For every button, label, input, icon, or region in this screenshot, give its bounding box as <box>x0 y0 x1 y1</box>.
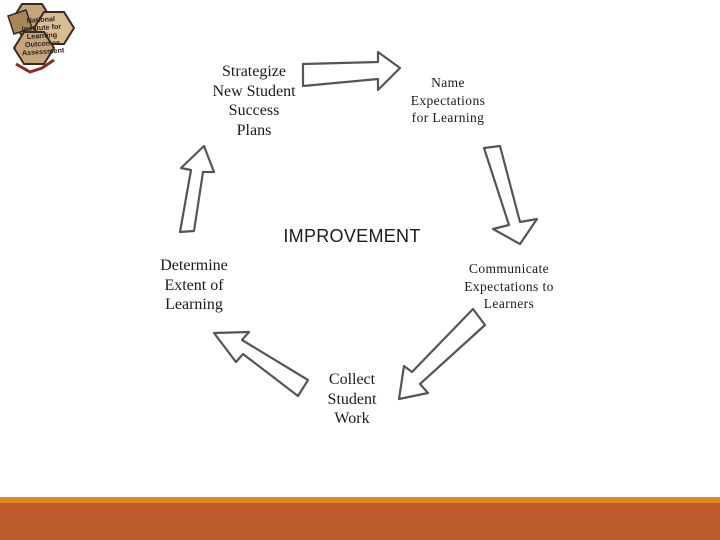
node-line: Name <box>431 75 465 90</box>
node-line: Work <box>334 410 370 427</box>
node-line: Learning <box>165 296 223 313</box>
node-determine-learning: Determine Extent of Learning <box>140 256 248 315</box>
footer-accent-band <box>0 497 720 503</box>
arrow-determine-to-strategize <box>178 144 216 234</box>
node-line: Extent of <box>164 276 224 294</box>
arrow-strategize-to-name <box>301 50 402 92</box>
center-label: IMPROVEMENT <box>283 226 421 246</box>
footer-band <box>0 503 720 540</box>
node-line: Expectations to <box>464 278 554 294</box>
node-line: Plans <box>236 121 272 139</box>
node-line: Communicate <box>468 261 550 276</box>
node-line: Learners <box>483 296 535 311</box>
node-line: Determine <box>160 257 228 274</box>
arrow-communicate-to-collect <box>397 307 487 401</box>
node-name-expectations: Name Expectations for Learning <box>396 74 500 127</box>
node-collect-work: Collect Student Work <box>312 370 392 429</box>
node-line: Success <box>228 102 280 119</box>
node-line: Collect <box>328 371 376 388</box>
node-communicate-expectations: Communicate Expectations to Learners <box>446 260 572 313</box>
arrow-name-to-communicate <box>482 144 539 246</box>
nilo-logo: National Institute for Learning Outcomes… <box>2 2 82 76</box>
node-strategize-plans: Strategize New Student Success Plans <box>196 62 312 140</box>
node-line: Student <box>327 390 377 408</box>
node-line: New Student <box>212 82 296 100</box>
arrow-collect-to-determine <box>212 330 310 398</box>
node-line: Expectations <box>410 92 486 108</box>
node-line: Strategize <box>222 63 286 80</box>
node-line: for Learning <box>411 110 485 125</box>
